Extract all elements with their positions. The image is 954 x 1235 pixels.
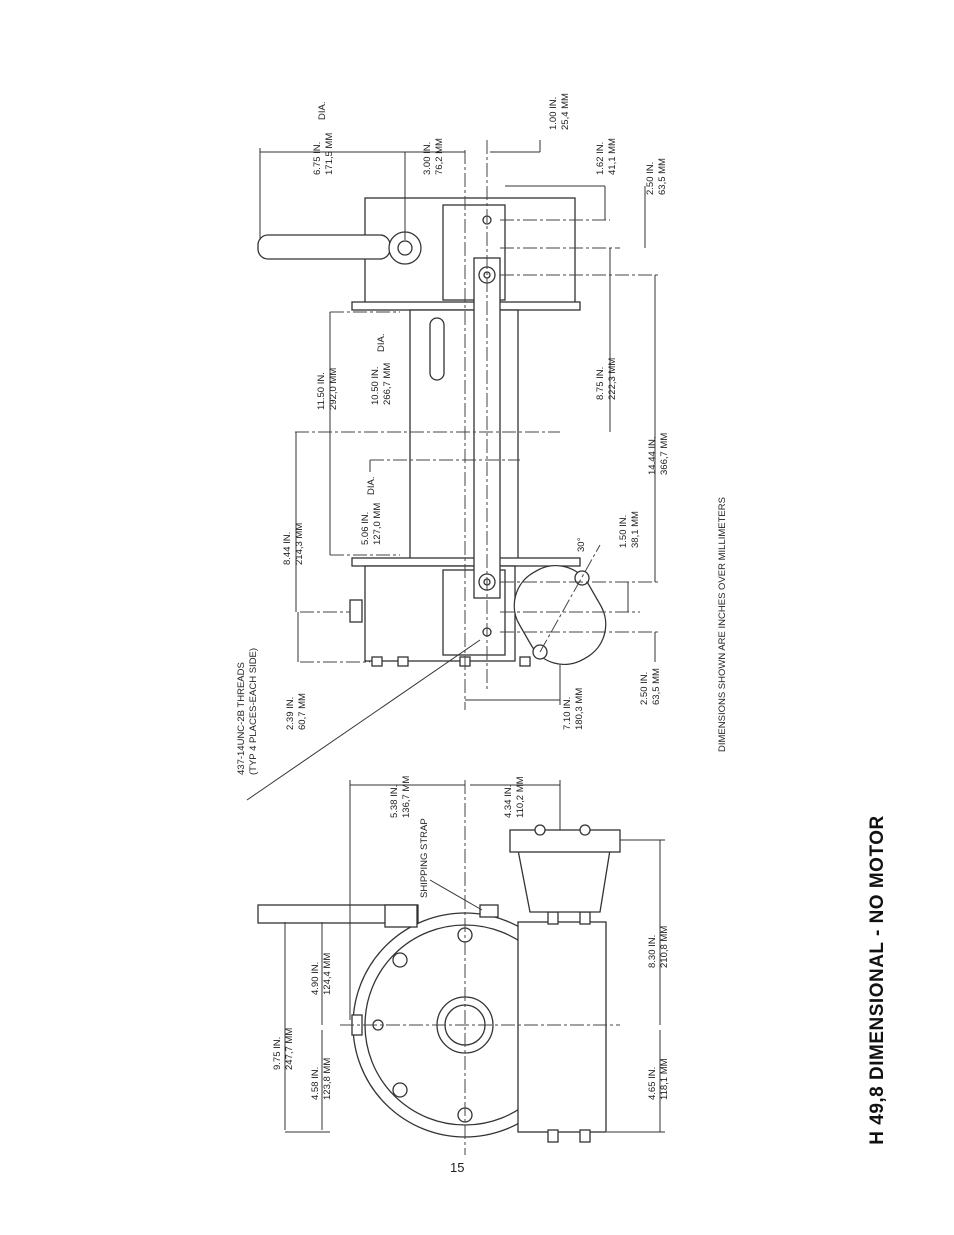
dim-250a-in: 2.50 IN. xyxy=(645,162,656,195)
dim-100-mm: 25,4 MM xyxy=(560,93,571,130)
shipping-strap-bolt xyxy=(479,904,499,918)
dim-506-in: 5.06 IN. xyxy=(360,512,371,545)
dim-710-in: 7.10 IN. xyxy=(562,697,573,730)
motor-mount xyxy=(517,849,611,913)
threads-line1: 437-14UNC-2B THREADS xyxy=(236,662,247,775)
dim-162-mm: 41,1 MM xyxy=(607,138,618,175)
dim-844-mm: 214,3 MM xyxy=(294,523,305,565)
dim-150-mm: 38,1 MM xyxy=(630,511,641,548)
dim-675-in: 6.75 IN. xyxy=(312,142,323,175)
dim-975-mm: 247,7 MM xyxy=(284,1028,295,1070)
dim-490-in: 4.90 IN. xyxy=(310,962,321,995)
dim-710-mm: 180,3 MM xyxy=(574,688,585,730)
dim-250b-in: 2.50 IN. xyxy=(639,672,650,705)
dim-1150-mm: 292,0 MM xyxy=(328,368,339,410)
dimension-labels: 6.75 IN. 171,5 MM DIA. 3.00 IN. 76,2 MM … xyxy=(236,93,728,1100)
dim-239-in: 2.39 IN. xyxy=(285,697,296,730)
page-number: 15 xyxy=(450,1160,465,1175)
dim-1050-mm: 266,7 MM xyxy=(382,363,393,405)
dim-830-in: 8.30 IN. xyxy=(647,935,658,968)
dim-1050-dia: DIA. xyxy=(376,334,387,352)
drum-slot xyxy=(429,317,445,381)
dim-465-in: 4.65 IN. xyxy=(647,1067,658,1100)
dim-1444-in: 14.44 IN. xyxy=(647,436,658,475)
page-title: H 49,8 DIMENSIONAL - NO MOTOR xyxy=(867,815,888,1145)
dim-162-in: 1.62 IN. xyxy=(595,142,606,175)
dim-830-mm: 210,8 MM xyxy=(659,926,670,968)
flange-top xyxy=(351,301,581,311)
shipping-strap-label: SHIPPING STRAP xyxy=(419,818,430,898)
dim-300-in: 3.00 IN. xyxy=(422,142,433,175)
dim-150-in: 1.50 IN. xyxy=(618,515,629,548)
side-view xyxy=(246,140,660,801)
dim-506-dia: DIA. xyxy=(366,477,377,495)
dim-844-in: 8.44 IN. xyxy=(282,532,293,565)
dim-458-in: 4.58 IN. xyxy=(310,1067,321,1100)
dim-1150-in: 11.50 IN. xyxy=(316,372,327,410)
dim-angle: 30° xyxy=(576,537,587,552)
dim-506-mm: 127,0 MM xyxy=(372,503,383,545)
dim-875-mm: 222,3 MM xyxy=(607,358,618,400)
dim-300-mm: 76,2 MM xyxy=(434,138,445,175)
dim-239-mm: 60,7 MM xyxy=(297,693,308,730)
motor-adapter xyxy=(513,564,607,666)
dim-538-mm: 136,7 MM xyxy=(401,776,412,818)
motor-flange xyxy=(509,829,621,853)
dim-100-in: 1.00 IN. xyxy=(548,97,559,130)
dimensions-note: DIMENSIONS SHOWN ARE INCHES OVER MILLIME… xyxy=(717,497,728,752)
dim-875-in: 8.75 IN. xyxy=(595,367,606,400)
side-stud xyxy=(349,599,363,623)
dim-1050-in: 10.50 IN. xyxy=(370,366,381,405)
dim-490-mm: 124,4 MM xyxy=(322,953,333,995)
handle xyxy=(257,234,391,260)
dim-250a-mm: 63,5 MM xyxy=(657,158,668,195)
end-view xyxy=(257,780,665,1155)
dim-675-mm: 171,5 MM xyxy=(324,133,335,175)
dim-458-mm: 123,8 MM xyxy=(322,1058,333,1100)
dim-250b-mm: 63,5 MM xyxy=(651,668,662,705)
mount-bracket xyxy=(257,904,419,924)
side-gearbox xyxy=(517,921,607,1133)
dim-434-mm: 110,2 MM xyxy=(515,776,526,818)
drum xyxy=(409,309,519,561)
dim-975-in: 9.75 IN. xyxy=(272,1037,283,1070)
threads-line2: (TYP 4 PLACES-EACH SIDE) xyxy=(248,648,259,775)
dim-1444-mm: 366,7 MM xyxy=(659,433,670,475)
dim-465-mm: 118,1 MM xyxy=(659,1058,670,1100)
dim-434-in: 4.34 IN. xyxy=(503,785,514,818)
flange-bottom xyxy=(351,557,581,567)
dim-538-in: 5.38 IN. xyxy=(389,785,400,818)
dim-675-dia: DIA. xyxy=(317,102,328,120)
